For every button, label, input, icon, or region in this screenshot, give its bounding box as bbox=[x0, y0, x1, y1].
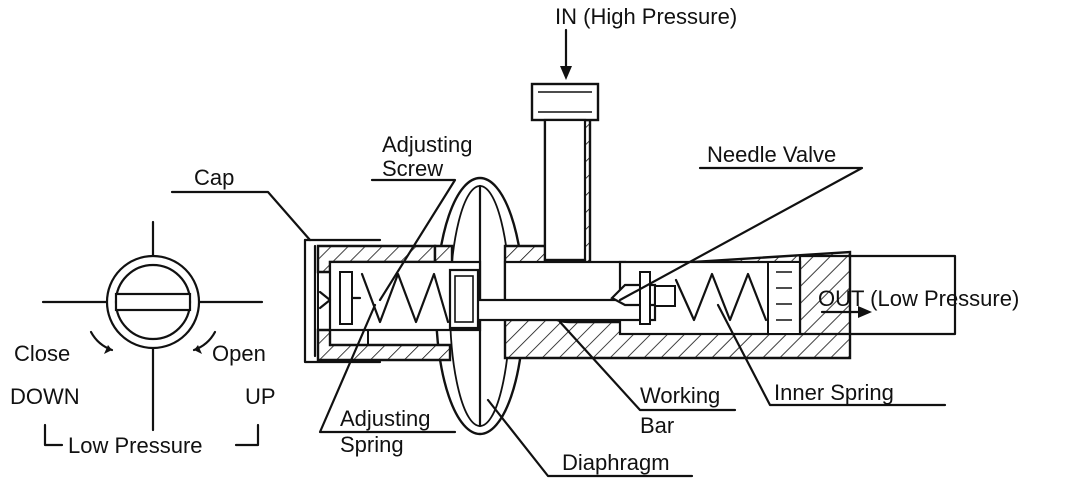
working-bar-leader bbox=[558, 320, 737, 412]
inlet-label: IN (High Pressure) bbox=[555, 4, 737, 29]
adjusting-screw bbox=[318, 271, 362, 325]
labels: IN (High Pressure) Cap Adjusting Screw N… bbox=[10, 4, 1019, 475]
diaphragm-plate bbox=[448, 268, 480, 330]
inner-spring-leader bbox=[716, 303, 947, 407]
low-pressure-bracket-left bbox=[43, 423, 64, 447]
outlet-arrow-icon bbox=[858, 306, 872, 318]
working-bar-label-line2: Bar bbox=[640, 413, 674, 438]
close-label: Close bbox=[14, 341, 70, 366]
low-pressure-label: Low Pressure bbox=[68, 433, 203, 458]
down-label: DOWN bbox=[10, 384, 80, 409]
up-label: UP bbox=[245, 384, 276, 409]
leader-lines bbox=[170, 166, 947, 478]
needle-valve-leader bbox=[618, 166, 864, 302]
open-label: Open bbox=[212, 341, 266, 366]
low-pressure-bracket-right bbox=[234, 423, 260, 447]
cap-label: Cap bbox=[194, 165, 234, 190]
open-arrowhead-icon bbox=[194, 345, 202, 354]
adjusting-screw-label-line2: Screw bbox=[382, 156, 443, 181]
needle-valve-label: Needle Valve bbox=[707, 142, 836, 167]
outlet-label: OUT (Low Pressure) bbox=[818, 286, 1019, 311]
flow-arrows bbox=[560, 28, 872, 318]
adjusting-screw-leader bbox=[370, 178, 457, 302]
needle-valve-part bbox=[610, 271, 676, 325]
cap-leader bbox=[170, 190, 312, 242]
outlet-tube bbox=[798, 254, 957, 336]
inlet-arrow-icon bbox=[560, 66, 572, 80]
adjustment-knob bbox=[41, 220, 264, 447]
diaphragm-label: Diaphragm bbox=[562, 450, 670, 475]
adjusting-screw-label-line1: Adjusting bbox=[382, 132, 473, 157]
knob-slot bbox=[114, 292, 192, 312]
inner-spring-label: Inner Spring bbox=[774, 380, 894, 405]
adjusting-spring-label-line1: Adjusting bbox=[340, 406, 431, 431]
close-arrowhead-icon bbox=[104, 345, 112, 354]
adjusting-spring bbox=[360, 272, 450, 324]
adjusting-spring-leader bbox=[318, 303, 457, 434]
working-bar-label-line1: Working bbox=[640, 383, 720, 408]
adjusting-spring-label-line2: Spring bbox=[340, 432, 404, 457]
diaphragm-leader bbox=[486, 398, 694, 478]
